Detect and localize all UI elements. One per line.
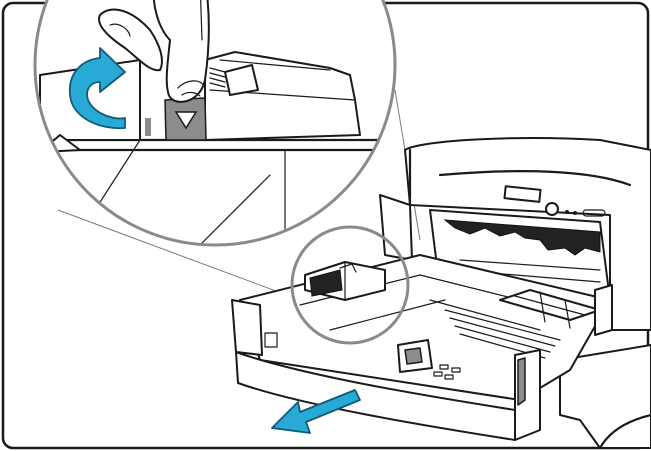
paper-tray <box>231 254 613 441</box>
paper-width-guide <box>397 339 433 373</box>
tray-latch-small <box>304 261 386 301</box>
curved-up-arrow-icon <box>68 47 126 130</box>
control-buttons <box>565 209 606 217</box>
finger <box>152 0 210 103</box>
control-panel-display <box>503 185 542 203</box>
magnified-inset <box>33 0 397 247</box>
detail-callout-circle <box>290 225 410 345</box>
tray-handle-slot <box>264 332 278 348</box>
pull-out-arrow-icon <box>271 389 361 434</box>
latch-grip-lines <box>209 67 226 88</box>
down-triangle-icon <box>174 111 198 130</box>
power-button <box>545 202 559 216</box>
feed-rollers <box>443 219 601 256</box>
tray-markings <box>433 364 461 380</box>
